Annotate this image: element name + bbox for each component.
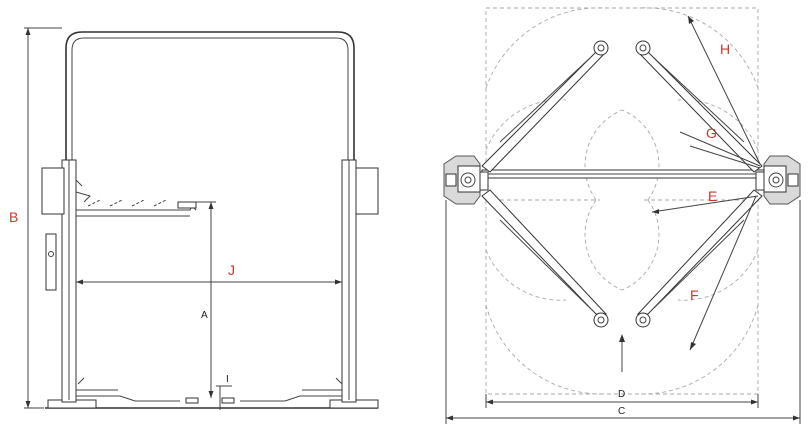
label-j: J [228,262,235,278]
dimension-j [76,279,342,285]
reach-dimension-lines [651,15,761,351]
motor-left [45,233,57,291]
label-h: H [720,41,730,57]
post-left [443,155,489,205]
label-g: G [706,125,717,141]
dimension-c [445,200,801,424]
top-plan-view: H G E F D C [443,7,801,424]
dimension-b [24,27,62,409]
label-e: E [708,188,717,204]
label-f: F [690,287,699,303]
power-unit-left [41,167,65,215]
side-elevation-view: B J A I [9,27,379,410]
swing-arms [481,40,763,328]
label-d: D [618,389,625,400]
dimension-i [216,385,232,410]
label-a: A [201,310,208,321]
dimension-d [485,394,759,408]
label-c: C [618,406,625,417]
overhead-arch [65,31,355,170]
arm-reach-envelopes [485,7,759,395]
post-right [755,155,801,205]
drive-direction-arrow [619,334,625,372]
control-box-right [355,167,379,215]
label-i: I [226,374,229,385]
lowered-arms [76,377,343,404]
label-b: B [9,209,18,225]
dimension-a [196,201,216,398]
raised-arms [75,179,197,217]
